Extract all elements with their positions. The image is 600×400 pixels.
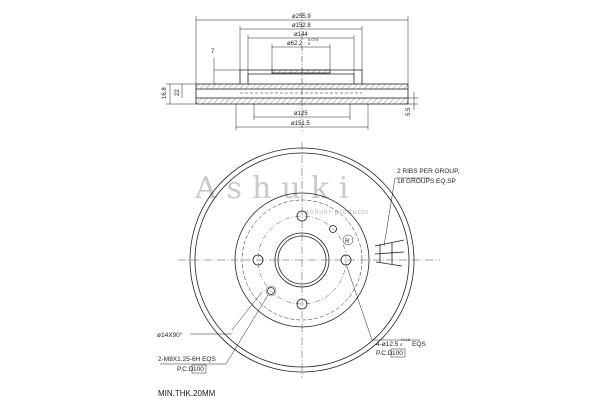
dim-5-5: 5.5 bbox=[406, 107, 412, 116]
dim-152-8: ø152.8 bbox=[292, 23, 311, 29]
rib-note-line-1: 2 RIBS PER GROUP, bbox=[397, 168, 460, 175]
hole-note: 4-ø12.5 bbox=[376, 341, 399, 348]
dim-22: 22 bbox=[175, 89, 181, 96]
dim-62-2-tol: 0.074 bbox=[308, 37, 319, 42]
front-view bbox=[178, 142, 440, 378]
watermark: Ashuki ashuki-products bbox=[194, 171, 369, 216]
dim-144: ø144 bbox=[294, 32, 308, 38]
hole-tol: +0.15 bbox=[400, 337, 411, 342]
pcd-label-4: P.C.D bbox=[376, 350, 393, 357]
pcd-value-4: 100 bbox=[392, 350, 403, 357]
dim-62-2-tol-low: 0 bbox=[308, 41, 311, 46]
dim-151-5: ø151.5 bbox=[291, 121, 310, 127]
hole-tol-low: 0 bbox=[400, 342, 403, 347]
thread-hole bbox=[267, 287, 275, 295]
section-dimensions bbox=[166, 16, 418, 130]
pcd-label-2: P.C.D bbox=[177, 366, 194, 373]
dim-16-8: 16.8 bbox=[162, 87, 168, 99]
hole-eqs: EQS bbox=[412, 341, 426, 348]
rib-detail bbox=[374, 239, 405, 267]
dim-7: 7 bbox=[211, 49, 215, 55]
pcd-circle bbox=[257, 215, 347, 305]
dim-125: ø125 bbox=[294, 111, 308, 117]
rib-radius-label: R bbox=[345, 239, 350, 245]
front-leaders bbox=[160, 177, 430, 365]
thread-hole bbox=[329, 225, 337, 233]
section-view bbox=[195, 12, 409, 132]
watermark-url: ashuki-products bbox=[305, 209, 369, 216]
dim-62-2: ø62.2 bbox=[287, 41, 303, 47]
chamfer-note: ø14X90° bbox=[157, 331, 183, 339]
front-notes: 2 RIBS PER GROUP, 18 GROUPS EQ.SP 4-ø12.… bbox=[157, 168, 460, 398]
section-dim-text: ø255.9 ø152.8 ø144 ø62.2 0.074 0 7 16.8 … bbox=[162, 14, 412, 127]
min-thickness-note: MIN.THK.20MM bbox=[158, 389, 216, 398]
dim-255-9: ø255.9 bbox=[292, 14, 311, 20]
pcd-value-2: 100 bbox=[193, 366, 204, 373]
thread-note: 2-M8X1.25-6H EQS bbox=[158, 356, 216, 363]
rib-note-line-2: 18 GROUPS EQ.SP bbox=[397, 178, 456, 185]
rib-detail-marker bbox=[342, 234, 354, 246]
